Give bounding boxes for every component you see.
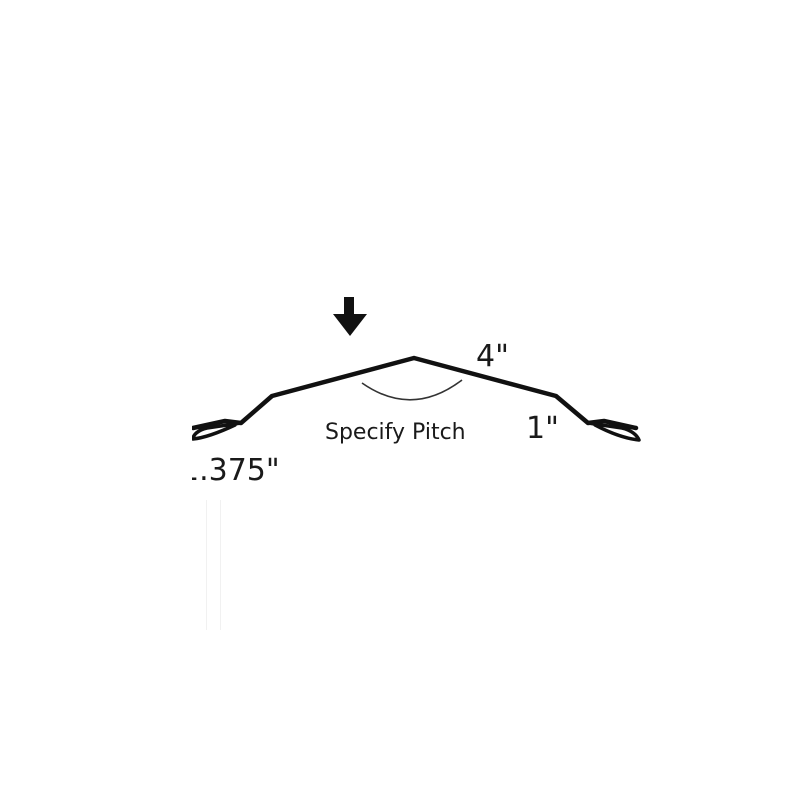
left-crop-margin [0, 0, 192, 800]
right-hem [586, 421, 641, 442]
faint-guide-line [220, 500, 221, 630]
pitch-note: Specify Pitch [325, 420, 466, 445]
arrow-down-icon [333, 297, 367, 336]
dimension-label-left: 1.375" [180, 453, 280, 488]
ridge-cap-profile [190, 355, 639, 431]
dimension-label-right: 1" [526, 411, 559, 446]
faint-guide-line [206, 500, 207, 630]
pitch-arc [361, 379, 463, 401]
left-hem [191, 421, 243, 441]
dimension-label-top-right: 4" [476, 339, 509, 374]
